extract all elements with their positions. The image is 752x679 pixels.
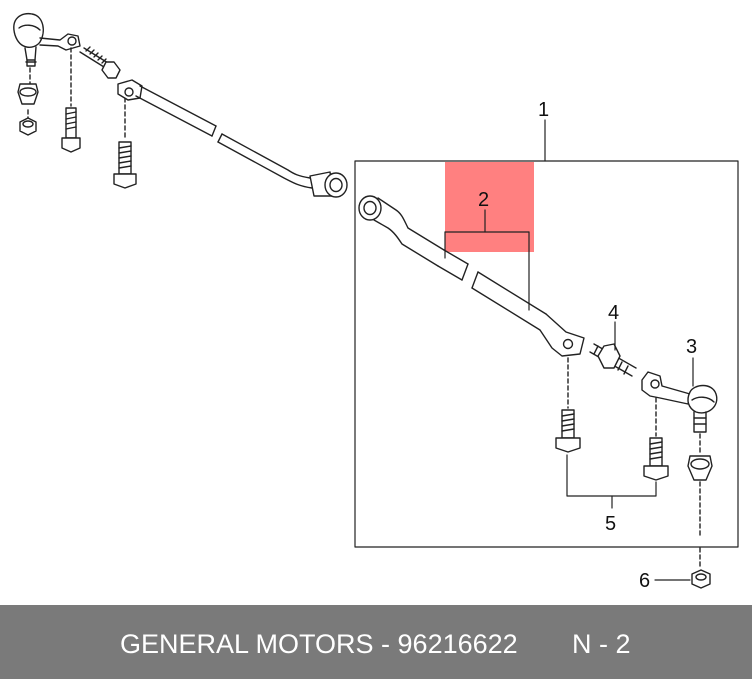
left-adjust-bolt bbox=[79, 46, 121, 79]
adjust-bolt bbox=[589, 343, 637, 377]
right-assembly bbox=[358, 195, 718, 589]
outer-ball-joint bbox=[641, 371, 718, 433]
parts-diagram bbox=[13, 12, 739, 589]
callout-4: 4 bbox=[608, 302, 620, 324]
right-bolt-a bbox=[555, 409, 581, 453]
assembly-frame bbox=[354, 160, 739, 548]
callout-2: 2 bbox=[478, 189, 490, 211]
callout-3: 3 bbox=[686, 336, 698, 358]
left-bolt-b bbox=[113, 141, 137, 189]
right-clamp bbox=[539, 313, 585, 357]
left-nut bbox=[19, 117, 37, 136]
highlight-box bbox=[445, 162, 534, 252]
right-bolt-b bbox=[643, 437, 669, 481]
callout-1: 1 bbox=[538, 99, 550, 121]
brand-part-number: GENERAL MOTORS - 96216622 bbox=[120, 629, 518, 659]
left-end-eye bbox=[309, 171, 348, 198]
footer-bar: GENERAL MOTORS - 96216622 N - 2 bbox=[0, 605, 752, 679]
left-tie-rod-tube bbox=[135, 85, 313, 189]
callout-6: 6 bbox=[639, 570, 651, 592]
page-code: N - 2 bbox=[572, 629, 631, 659]
right-end-eye bbox=[358, 195, 445, 267]
left-ball-joint bbox=[13, 12, 81, 67]
leader-lines bbox=[444, 119, 694, 581]
right-boot bbox=[687, 455, 713, 481]
right-nut bbox=[691, 569, 711, 589]
left-boot bbox=[17, 83, 39, 105]
left-bolt-a bbox=[61, 107, 81, 153]
callout-5: 5 bbox=[605, 513, 617, 535]
right-tie-rod-tube bbox=[437, 249, 547, 331]
left-assembly bbox=[13, 12, 348, 198]
